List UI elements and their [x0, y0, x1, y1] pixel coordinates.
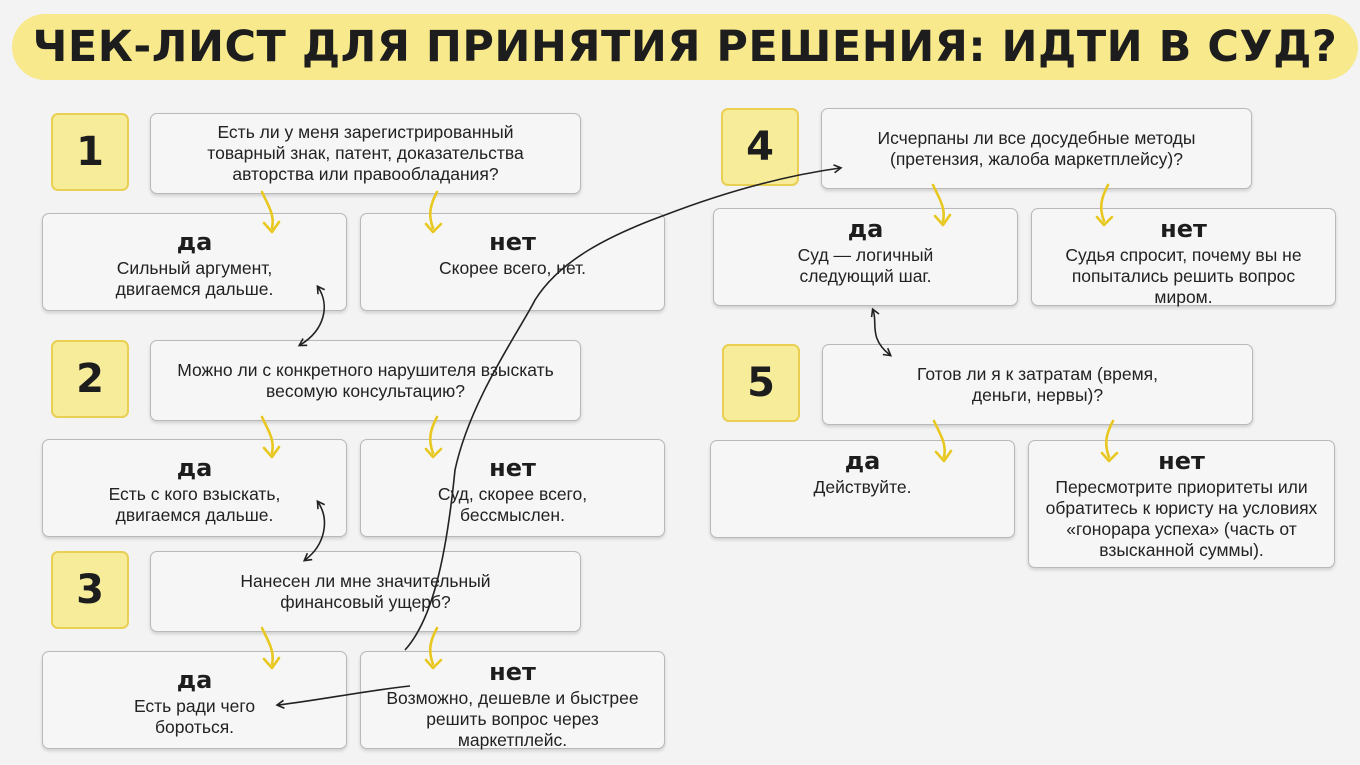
- step-4-no-box: нет Судья спросит, почему вы не попытали…: [1031, 208, 1336, 307]
- step-4-question-text: Исчерпаны ли все досудебные методы (прет…: [877, 127, 1196, 169]
- step-3-yes-label: да: [176, 666, 213, 694]
- title-banner: ЧЕК-ЛИСТ ДЛЯ ПРИНЯТИЯ РЕШЕНИЯ: ИДТИ В СУ…: [12, 14, 1358, 80]
- step-2-no-box: нет Суд, скорее всего, бессмыслен.: [360, 439, 665, 537]
- flow-line-to-step-4: [404, 164, 843, 651]
- step-1-question-text: Есть ли у меня зарегистрированный товарн…: [207, 122, 524, 184]
- step-5-question: Готов ли я к затратам (время, деньги, не…: [822, 344, 1253, 425]
- connector-3-to-yes: [275, 685, 411, 709]
- step-4-question: Исчерпаны ли все досудебные методы (прет…: [821, 108, 1252, 189]
- step-1-no-label: нет: [489, 228, 536, 256]
- step-2-number: 2: [51, 340, 129, 418]
- step-2-yes-label: да: [176, 454, 213, 482]
- step-4-no-label: нет: [1160, 215, 1207, 243]
- step-4-yes-text: Суд — логичный следующий шаг.: [797, 245, 934, 286]
- step-5-yes-box: да Действуйте.: [710, 440, 1015, 538]
- yellow-arrow-5-yes: [932, 419, 953, 463]
- step-1-no-text: Скорее всего, нет.: [438, 258, 587, 278]
- step-4-yes-box: да Суд — логичный следующий шаг.: [713, 208, 1018, 306]
- step-3-question-text: Нанесен ли мне значительный финансовый у…: [240, 570, 491, 612]
- yellow-arrow-5-no: [1100, 419, 1119, 463]
- step-5-no-box: нет Пересмотрите приоритеты или обратите…: [1028, 440, 1335, 568]
- step-2-yes-text: Есть с кого взыскать, двигаемся дальше.: [108, 484, 281, 525]
- step-3-no-label: нет: [489, 658, 536, 686]
- connector-2-yes-to-3: [302, 499, 326, 562]
- step-1-yes-text: Сильный аргумент, двигаемся дальше.: [115, 258, 274, 299]
- step-2-question-text: Можно ли с конкретного нарушителя взыска…: [177, 359, 554, 401]
- step-3-number: 3: [51, 551, 129, 629]
- yellow-arrow-4-no: [1095, 183, 1114, 227]
- step-1-number: 1: [51, 113, 129, 191]
- page-title: ЧЕК-ЛИСТ ДЛЯ ПРИНЯТИЯ РЕШЕНИЯ: ИДТИ В СУ…: [32, 22, 1338, 72]
- step-4-no-text: Судья спросит, почему вы не попытались р…: [1065, 245, 1302, 307]
- step-2-no-text: Суд, скорее всего, бессмыслен.: [437, 484, 588, 525]
- yellow-arrow-1-yes: [260, 190, 281, 234]
- step-1-question: Есть ли у меня зарегистрированный товарн…: [150, 113, 581, 194]
- step-2-yes-box: да Есть с кого взыскать, двигаемся дальш…: [42, 439, 347, 537]
- step-3-yes-text: Есть ради чего бороться.: [133, 696, 256, 737]
- step-4-number: 4: [721, 108, 799, 186]
- connector-4-yes-to-5: [870, 307, 893, 357]
- step-1-no-box: нет Скорее всего, нет.: [360, 213, 665, 311]
- yellow-arrow-2-yes: [260, 415, 281, 459]
- yellow-arrow-4-yes: [931, 183, 952, 227]
- yellow-arrow-2-no: [424, 415, 443, 459]
- step-2-question: Можно ли с конкретного нарушителя взыска…: [150, 340, 581, 421]
- step-3-question: Нанесен ли мне значительный финансовый у…: [150, 551, 581, 632]
- step-2-no-label: нет: [489, 454, 536, 482]
- step-5-no-text: Пересмотрите приоритеты или обратитесь к…: [1045, 477, 1318, 560]
- step-5-yes-label: да: [844, 447, 881, 475]
- step-5-question-text: Готов ли я к затратам (время, деньги, не…: [917, 363, 1158, 405]
- step-1-yes-label: да: [176, 228, 213, 256]
- step-1-yes-box: да Сильный аргумент, двигаемся дальше.: [42, 213, 347, 311]
- yellow-arrow-3-yes: [260, 626, 281, 670]
- step-3-yes-box: да Есть ради чего бороться.: [42, 651, 347, 749]
- step-5-no-label: нет: [1158, 447, 1205, 475]
- step-3-no-text: Возможно, дешевле и быстрее решить вопро…: [386, 688, 639, 750]
- step-3-no-box: нет Возможно, дешевле и быстрее решить в…: [360, 651, 665, 750]
- yellow-arrow-1-no: [424, 190, 443, 234]
- connector-1-yes-to-2: [297, 284, 326, 347]
- step-5-number: 5: [722, 344, 800, 422]
- step-5-yes-text: Действуйте.: [813, 477, 912, 497]
- yellow-arrow-3-no: [424, 626, 443, 670]
- step-4-yes-label: да: [847, 215, 884, 243]
